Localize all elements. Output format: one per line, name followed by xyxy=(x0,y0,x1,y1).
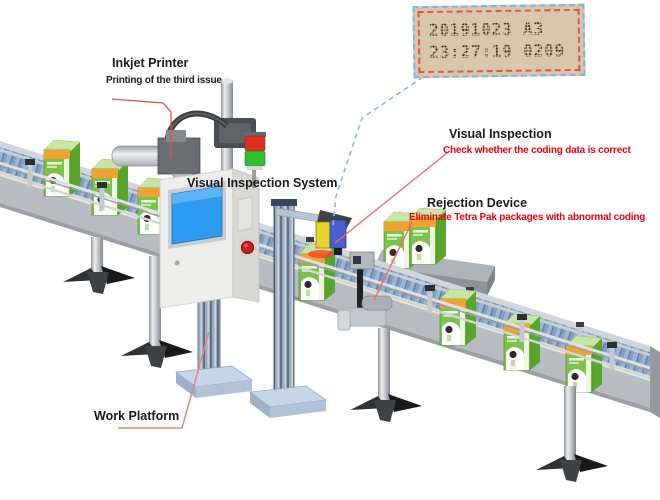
inkjet-printer-sublabel: Printing of the third issue xyxy=(106,75,222,86)
visual-inspection-system-label: Visual Inspection System xyxy=(187,176,338,190)
conveyor-leg xyxy=(63,237,135,294)
work-platform-column xyxy=(175,295,253,398)
work-platform-label: Work Platform xyxy=(94,409,180,423)
visual-inspection-sublabel: Check whether the coding data is correct xyxy=(443,145,631,156)
stack-light xyxy=(244,132,266,188)
rejection-pusher xyxy=(337,295,393,331)
rejection-device-label: Rejection Device xyxy=(427,196,528,210)
inspection-beam xyxy=(308,250,334,258)
rejection-device-sublabel: Eliminate Tetra Pak packages with abnorm… xyxy=(409,212,646,223)
code-line-1: 20191023 A3 xyxy=(428,19,544,40)
light-source xyxy=(315,221,331,249)
code-sample-panel: 20191023 A3 23:27:19 0209 xyxy=(412,3,586,79)
conveyor-leg xyxy=(350,328,422,422)
conveyor-leg xyxy=(536,386,608,482)
code-pointer-dashed-line xyxy=(332,76,424,227)
visual-inspection-label: Visual Inspection xyxy=(449,127,552,141)
camera-post-column xyxy=(249,199,327,418)
conveyor-leg xyxy=(121,256,193,368)
code-sample-inner: 20191023 A3 23:27:19 0209 xyxy=(417,8,581,74)
inkjet-printer-label: Inkjet Printer xyxy=(112,56,189,70)
rejection-sensor xyxy=(349,251,375,308)
leader-line-inkjet-printer xyxy=(111,98,172,158)
touch-screen xyxy=(171,185,223,245)
leader-line-work-platform xyxy=(118,331,210,429)
side-panel xyxy=(237,196,253,232)
inspection-machine xyxy=(159,168,260,309)
front-guide-rail xyxy=(0,159,651,380)
code-line-2: 23:27:19 0209 xyxy=(429,41,565,62)
leader-line-rejection-device xyxy=(373,221,413,301)
emergency-stop-button xyxy=(240,240,255,255)
leader-line-visual-inspection xyxy=(334,152,448,244)
